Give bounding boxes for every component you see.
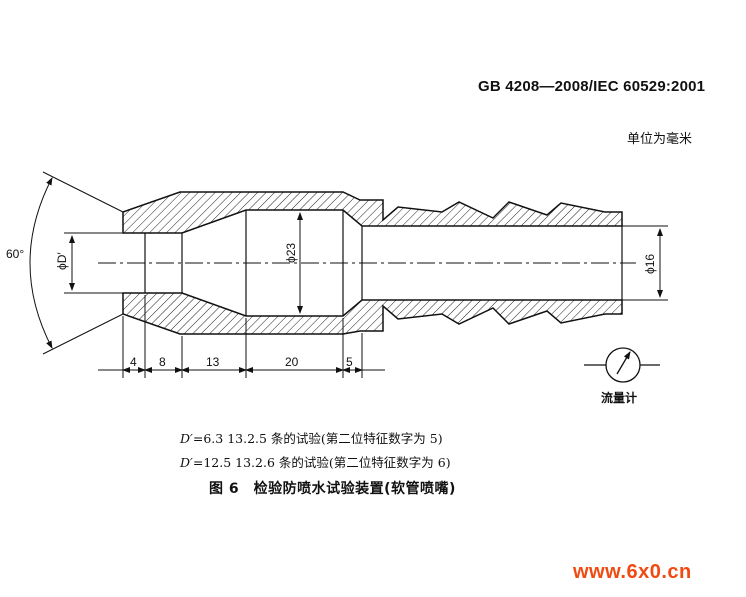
note-symbol: D′ (180, 431, 193, 446)
length-dimensions (98, 295, 385, 378)
unit-label: 单位为毫米 (627, 132, 693, 147)
note-text: =6.3 13.2.5 条的试验(第二位特征数字为 5) (192, 431, 443, 446)
dim-5: 5 (346, 355, 353, 369)
outlet-diameter-label: ϕ16 (643, 254, 657, 274)
dim-13: 13 (206, 355, 220, 369)
angle-label: 60° (6, 247, 24, 261)
watermark: www.6x0.cn (573, 561, 692, 583)
nozzle-wall-lower (122, 292, 623, 335)
dim-8: 8 (159, 355, 166, 369)
note-symbol: D′ (180, 455, 193, 470)
figure-caption: 图 6 检验防喷水试验装置(软管喷嘴) (209, 481, 456, 497)
note-test-6: D′=12.5 13.2.6 条的试验(第二位特征数字为 6) (180, 452, 451, 471)
note-test-5: D′=6.3 13.2.5 条的试验(第二位特征数字为 5) (180, 428, 443, 447)
bore-diameter-label: ϕ23 (284, 243, 298, 263)
nozzle-wall-upper (122, 191, 623, 234)
dim-20: 20 (285, 355, 299, 369)
flowmeter-icon (584, 347, 660, 383)
outlet-diameter-dimension (622, 225, 668, 301)
flowmeter-label: 流量计 (601, 390, 637, 405)
inlet-diameter-label: ϕD′ (55, 252, 69, 270)
note-text: =12.5 13.2.6 条的试验(第二位特征数字为 6) (192, 455, 451, 470)
angle-dimension (29, 171, 124, 355)
standard-header: GB 4208—2008/IEC 60529:2001 (478, 78, 706, 95)
dim-4: 4 (130, 355, 137, 369)
inlet-diameter-dimension (64, 232, 123, 294)
